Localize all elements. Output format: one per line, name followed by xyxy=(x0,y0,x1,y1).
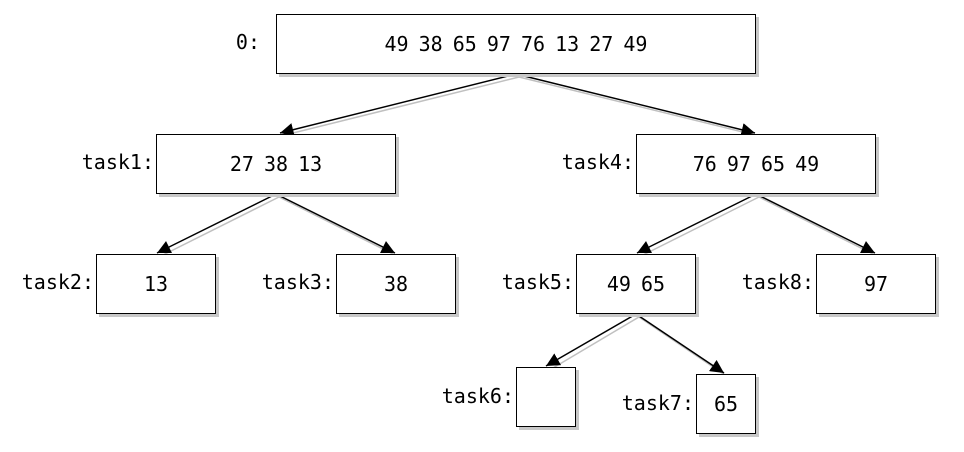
node-label-task7: task7: xyxy=(621,391,694,415)
node-task8: 97 xyxy=(816,254,936,314)
node-label-task5: task5: xyxy=(501,270,574,294)
edge-0-task1 xyxy=(279,73,517,137)
node-task4: 76 97 65 49 xyxy=(636,134,876,194)
node-task6 xyxy=(516,367,576,427)
edge-task4-task5 xyxy=(636,193,757,254)
node-task7: 65 xyxy=(696,374,756,434)
node-label-task6: task6: xyxy=(441,384,514,408)
node-label-task2: task2: xyxy=(21,270,94,294)
edge-0-task4 xyxy=(515,73,756,137)
node-task3: 38 xyxy=(336,254,456,314)
edge-task1-task3 xyxy=(275,193,396,254)
node-0: 49 38 65 97 76 13 27 49 xyxy=(276,14,756,74)
edge-task1-task2 xyxy=(156,193,277,254)
node-label-task3: task3: xyxy=(261,270,334,294)
node-label-task8: task8: xyxy=(741,270,814,294)
edge-task5-task7 xyxy=(635,313,725,374)
node-label-0: 0: xyxy=(235,30,260,54)
node-task2: 13 xyxy=(96,254,216,314)
node-task1: 27 38 13 xyxy=(156,134,396,194)
node-label-task4: task4: xyxy=(561,150,634,174)
edge-task4-task8 xyxy=(755,193,876,254)
node-label-task1: task1: xyxy=(81,150,154,174)
node-task5: 49 65 xyxy=(576,254,696,314)
edge-task5-task6 xyxy=(545,313,637,367)
